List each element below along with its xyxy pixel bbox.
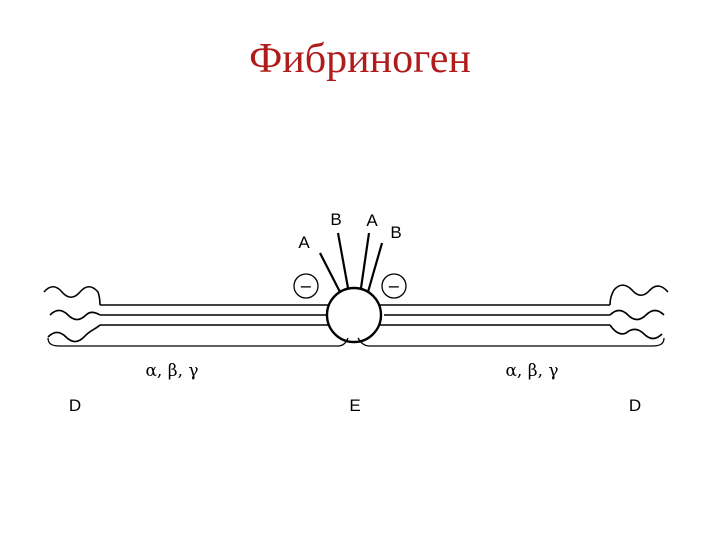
wavy-end-right-top	[609, 284, 669, 306]
braces	[47, 337, 665, 347]
brace-left	[47, 337, 349, 347]
chains-left	[43, 285, 332, 343]
wavy-end-right-bottom	[609, 324, 663, 340]
strand-a-right	[359, 232, 371, 289]
charge-symbol-right: −	[387, 277, 400, 296]
subunits-left-label: α, β, γ	[145, 361, 198, 381]
label-a-right: A	[366, 211, 378, 230]
wavy-end-left-bottom	[47, 324, 101, 343]
subunits-right-label: α, β, γ	[505, 361, 558, 381]
chains-right	[378, 284, 669, 340]
strand-b-left	[336, 232, 350, 289]
domain-d-left-label: D	[69, 396, 81, 415]
negative-charge-right: −	[381, 273, 407, 299]
label-a-left: A	[298, 233, 310, 252]
domain-e-label: E	[349, 396, 360, 415]
label-b-left: B	[330, 210, 341, 229]
fibrinopeptide-strands	[319, 232, 384, 293]
domain-d-right-label: D	[629, 396, 641, 415]
central-domain-e	[325, 286, 383, 344]
negative-charge-left: −	[293, 273, 319, 299]
strand-b-right	[366, 242, 384, 293]
wavy-end-left-middle	[49, 309, 101, 321]
slide-title: Фибриноген	[249, 36, 471, 82]
charge-circle-left	[293, 273, 319, 299]
charge-circle-right	[381, 273, 407, 299]
wavy-end-right-middle	[609, 309, 665, 321]
brace-right	[357, 337, 665, 347]
charge-symbol-left: −	[299, 277, 312, 296]
label-b-right: B	[390, 223, 401, 242]
strand-a-left	[319, 252, 341, 293]
wavy-end-left-top	[43, 285, 101, 306]
